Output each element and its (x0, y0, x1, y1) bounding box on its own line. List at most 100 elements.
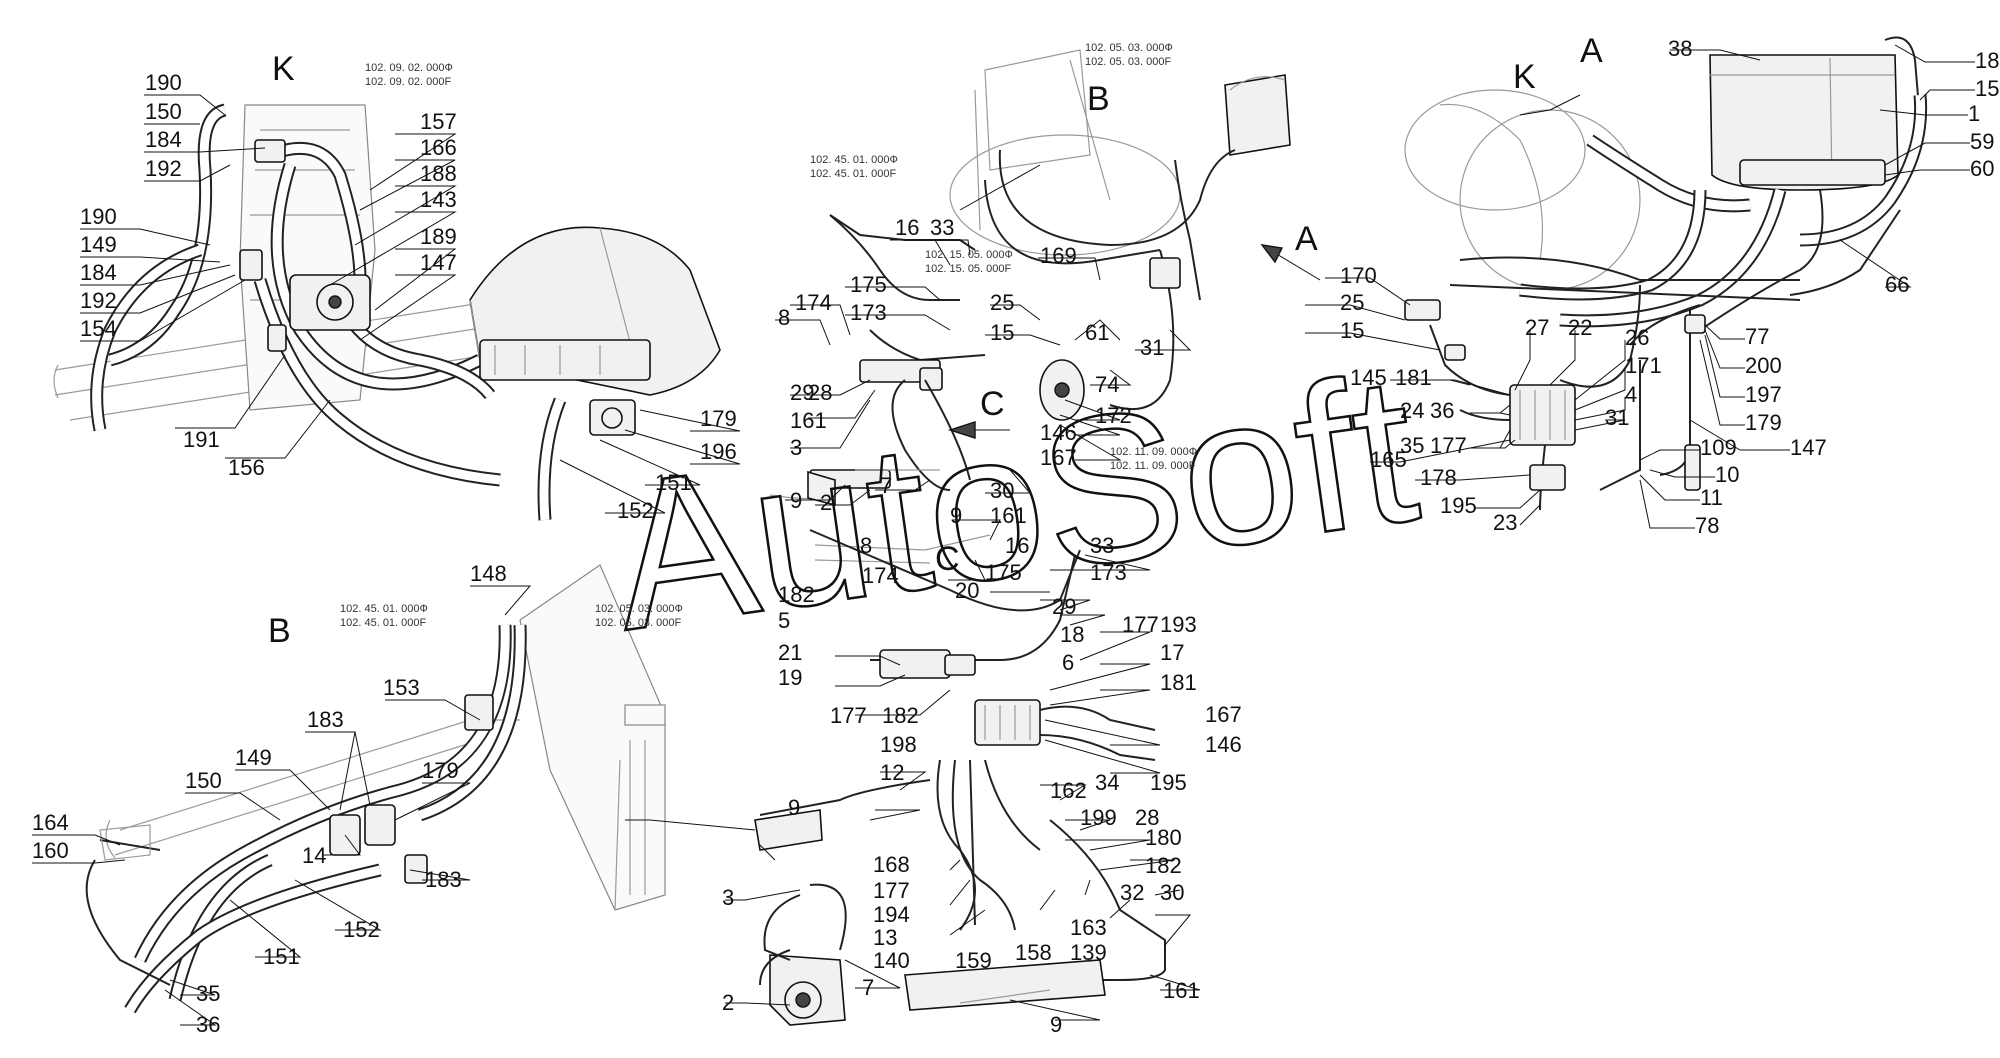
callout: 190 (80, 204, 117, 229)
callout: 152 (617, 498, 654, 523)
view-letter-k-left: K (272, 50, 295, 88)
callout: 179 (1745, 410, 1782, 435)
callout: 14 (302, 843, 326, 868)
callout: 35 (1400, 433, 1424, 458)
callout: 140 (873, 948, 910, 973)
callout: 146 (1040, 420, 1077, 445)
callout: 154 (80, 316, 117, 341)
code-c11b: 102. 11. 09. 000F (1110, 460, 1196, 472)
callout: 10 (1715, 462, 1739, 487)
callout: 196 (700, 439, 737, 464)
callout: 147 (420, 250, 457, 275)
callout: 188 (420, 161, 457, 186)
callout: 74 (1095, 372, 1119, 397)
callout: 183 (425, 867, 462, 892)
callout: 36 (196, 1012, 220, 1037)
view-letter-b-left: B (268, 612, 291, 650)
callout: 174 (862, 563, 899, 588)
callout: 162 (1050, 778, 1087, 803)
callout: 146 (1205, 732, 1242, 757)
callout: 9 (788, 795, 800, 820)
callout: 139 (1070, 940, 1107, 965)
callout: 167 (1205, 702, 1242, 727)
callout: 148 (470, 561, 507, 586)
callout: 175 (985, 560, 1022, 585)
code-b45a: 102. 45. 01. 000Ф (340, 603, 428, 615)
callout: 22 (1568, 315, 1592, 340)
callout: 3 (790, 435, 802, 460)
callout: 17 (1160, 640, 1184, 665)
callout: 30 (1160, 880, 1184, 905)
callout: 4 (1625, 382, 1637, 407)
callout: 171 (1625, 353, 1662, 378)
callout: 177 (873, 878, 910, 903)
callout: 31 (1605, 405, 1629, 430)
callout: 164 (32, 810, 69, 835)
callout: 78 (1695, 513, 1719, 538)
callout: 16 (895, 215, 919, 240)
callout: 19 (778, 665, 802, 690)
view-letters: K B A C C B A K (268, 32, 1603, 650)
callout: 59 (1970, 129, 1994, 154)
callout: 7 (880, 473, 892, 498)
callout: 33 (1090, 533, 1114, 558)
callout: 8 (860, 533, 872, 558)
callout: 173 (1090, 560, 1127, 585)
view-letter-a-arrow: A (1295, 220, 1318, 258)
callout: 153 (383, 675, 420, 700)
callout: 28 (1135, 805, 1159, 830)
callout: 161 (790, 408, 827, 433)
callout: 13 (873, 925, 897, 950)
view-b-detail (85, 564, 666, 1014)
callout: 161 (1163, 978, 1200, 1003)
callout: 29 (1052, 594, 1076, 619)
callout: 155 (1975, 76, 2000, 101)
callout: 192 (145, 156, 182, 181)
callout: 195 (1440, 493, 1477, 518)
callout: 32 (1120, 880, 1144, 905)
callout-numbers: 190 150 184 192 190 149 184 192 154 157 … (32, 36, 2000, 1037)
callout: 150 (185, 768, 222, 793)
callout: 156 (228, 455, 265, 480)
code-k2: 102. 09. 02. 000F (365, 76, 452, 88)
callout: 1 (1968, 101, 1980, 126)
callout: 184 (80, 260, 117, 285)
callout: 179 (422, 758, 459, 783)
callout: 30 (990, 478, 1014, 503)
callout: 197 (1745, 382, 1782, 407)
code-k1: 102. 09. 02. 000Ф (365, 62, 453, 74)
callout: 166 (420, 135, 457, 160)
callout: 192 (80, 288, 117, 313)
callout: 25 (1340, 290, 1364, 315)
callout: 184 (1975, 48, 2000, 73)
callout: 77 (1745, 324, 1769, 349)
callout: 163 (1070, 915, 1107, 940)
callout: 29 (790, 380, 814, 405)
callout: 159 (955, 948, 992, 973)
callout: 21 (778, 640, 802, 665)
callout: 177 (830, 703, 867, 728)
callout: 31 (1140, 335, 1164, 360)
callout: 151 (263, 944, 300, 969)
callout: 165 (1370, 447, 1407, 472)
callout: 161 (990, 503, 1027, 528)
leader-lines (32, 44, 1975, 1026)
code-bt2: 102. 05. 03. 000F (1085, 56, 1172, 68)
callout: 152 (343, 917, 380, 942)
callout: 6 (1062, 650, 1074, 675)
callout: 38 (1668, 36, 1692, 61)
callout: 2 (820, 490, 832, 515)
callout: 16 (1005, 533, 1029, 558)
code-b05a: 102. 05. 03. 000Ф (595, 603, 683, 615)
callout: 34 (1095, 770, 1119, 795)
code-bt1: 102. 05. 03. 000Ф (1085, 42, 1173, 54)
callout: 174 (795, 290, 832, 315)
callout: 173 (850, 300, 887, 325)
callout: 195 (1150, 770, 1187, 795)
callout: 15 (990, 320, 1014, 345)
callout: 61 (1085, 320, 1109, 345)
callout: 7 (862, 975, 874, 1000)
callout: 194 (873, 902, 910, 927)
callout: 145 (1350, 365, 1387, 390)
